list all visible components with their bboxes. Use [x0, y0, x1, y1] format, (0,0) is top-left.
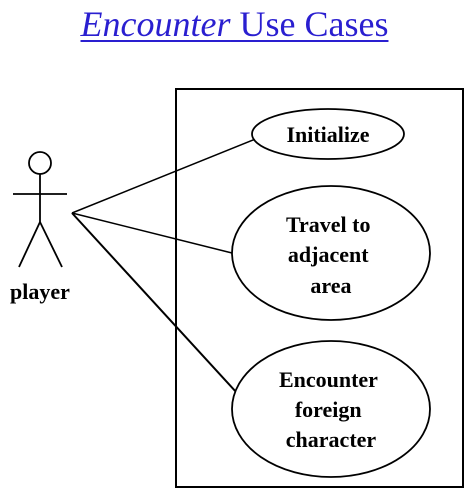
use-case-text-line: area [310, 273, 351, 298]
association-travel [71, 212, 233, 254]
actor-head [28, 151, 52, 175]
diagram-title: Encounter Use Cases [0, 2, 469, 46]
use-case-text-line: foreign [295, 397, 362, 422]
use-case-text-line: adjacent [288, 242, 369, 267]
actor-stick-figure [13, 151, 67, 268]
use-case-text-line: Encounter [279, 367, 378, 392]
use-case-encounter [231, 340, 431, 478]
use-case-text-line: Initialize [286, 122, 369, 147]
actor-right-leg [39, 221, 63, 268]
title-rest: Use Cases [230, 4, 389, 44]
use-case-text-line: character [286, 427, 377, 452]
actor-left-leg [18, 221, 41, 268]
use-case-initialize [251, 108, 405, 160]
use-case-travel-label: Travel to adjacent area [286, 212, 376, 298]
association-encounter [71, 212, 249, 406]
title-italic-word: Encounter [80, 4, 231, 44]
use-case-travel [231, 185, 431, 321]
actor-label: player [10, 279, 70, 304]
association-initialize [71, 137, 259, 214]
use-case-text-line: Travel to [286, 212, 371, 237]
use-case-initialize-label: Initialize [286, 122, 369, 147]
system-boundary [175, 88, 464, 488]
use-case-encounter-label: Encounter foreign character [279, 367, 383, 452]
